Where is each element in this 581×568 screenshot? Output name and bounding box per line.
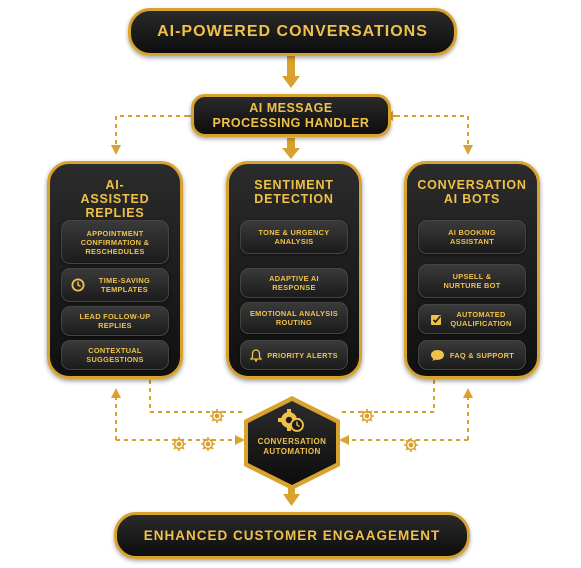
- item-label: FAQ & SUPPORT: [449, 350, 515, 360]
- list-item: FAQ & SUPPORT: [418, 340, 526, 370]
- footer-title: ENHANCED CUSTOMER ENGAAGEMENT: [143, 528, 441, 543]
- item-label: ADAPTIVE AI RESPONSE: [269, 274, 319, 292]
- bell-icon: [250, 348, 263, 362]
- column-title: AI-ASSISTED REPLIES: [80, 178, 150, 220]
- page-title: AI-POWERED CONVERSATIONS: [157, 23, 428, 40]
- header-title-box: AI-POWERED CONVERSATIONS: [128, 8, 457, 56]
- item-label: UPSELL & NURTURE BOT: [443, 272, 501, 290]
- column-ai-assisted-replies: AI-ASSISTED REPLIES APPOINTMENT CONFIRMA…: [47, 161, 183, 379]
- list-item: TIME-SAVING TEMPLATES: [61, 268, 169, 302]
- column-conversation-ai-bots: CONVERSATION AI BOTS AI BOOKING ASSISTAN…: [404, 161, 540, 379]
- list-item: TONE & URGENCY ANALYSIS: [240, 220, 348, 254]
- column-title: SENTIMENT DETECTION: [254, 178, 334, 206]
- list-item: CONTEXTUAL SUGGESTIONS: [61, 340, 169, 370]
- item-label: LEAD FOLLOW-UP REPLIES: [79, 312, 151, 330]
- chat-bubble-icon: [430, 349, 445, 362]
- gear-clock-icon: [278, 409, 304, 432]
- item-label: TIME-SAVING TEMPLATES: [98, 276, 151, 294]
- column-sentiment-detection: SENTIMENT DETECTION TONE & URGENCY ANALY…: [226, 161, 362, 379]
- gear-icon: [172, 409, 418, 452]
- arrow-header-to-handler: [282, 56, 300, 88]
- item-label: APPOINTMENT CONFIRMATION & RESCHEDULES: [80, 228, 150, 256]
- item-label: AUTOMATED QUALIFICATION: [450, 310, 512, 328]
- item-label: TONE & URGENCY ANALYSIS: [258, 228, 330, 246]
- arrow-hub-to-footer: [283, 486, 300, 506]
- list-item: ADAPTIVE AI RESPONSE: [240, 268, 348, 298]
- column-title: CONVERSATION AI BOTS: [417, 178, 527, 206]
- item-label: CONTEXTUAL SUGGESTIONS: [86, 346, 144, 364]
- list-item: PRIORITY ALERTS: [240, 340, 348, 370]
- footer-box: ENHANCED CUSTOMER ENGAAGEMENT: [114, 512, 470, 559]
- arrow-handler-to-sentiment: [282, 138, 300, 159]
- list-item: LEAD FOLLOW-UP REPLIES: [61, 306, 169, 336]
- list-item: AI BOOKING ASSISTANT: [418, 220, 526, 254]
- list-item: EMOTIONAL ANALYSIS ROUTING: [240, 302, 348, 334]
- handler-label: AI MESSAGE PROCESSING HANDLER: [212, 100, 370, 130]
- hub-label: CONVERSATION AUTOMATION: [257, 437, 327, 456]
- item-label: AI BOOKING ASSISTANT: [448, 228, 496, 246]
- list-item: UPSELL & NURTURE BOT: [418, 264, 526, 298]
- dashed-handler-to-right: [396, 115, 473, 155]
- checklist-icon: [430, 313, 443, 326]
- item-label: EMOTIONAL ANALYSIS ROUTING: [249, 309, 339, 327]
- list-item: APPOINTMENT CONFIRMATION & RESCHEDULES: [61, 220, 169, 264]
- item-label: PRIORITY ALERTS: [267, 350, 338, 360]
- handler-box: AI MESSAGE PROCESSING HANDLER: [191, 94, 391, 137]
- dashed-handler-to-left: [111, 115, 188, 155]
- list-item: AUTOMATED QUALIFICATION: [418, 304, 526, 334]
- hub-hexagon: [244, 396, 340, 490]
- dashed-right-column-to-hub: [338, 380, 435, 413]
- dashed-left-column-to-hub: [149, 380, 246, 413]
- clock-icon: [71, 278, 85, 292]
